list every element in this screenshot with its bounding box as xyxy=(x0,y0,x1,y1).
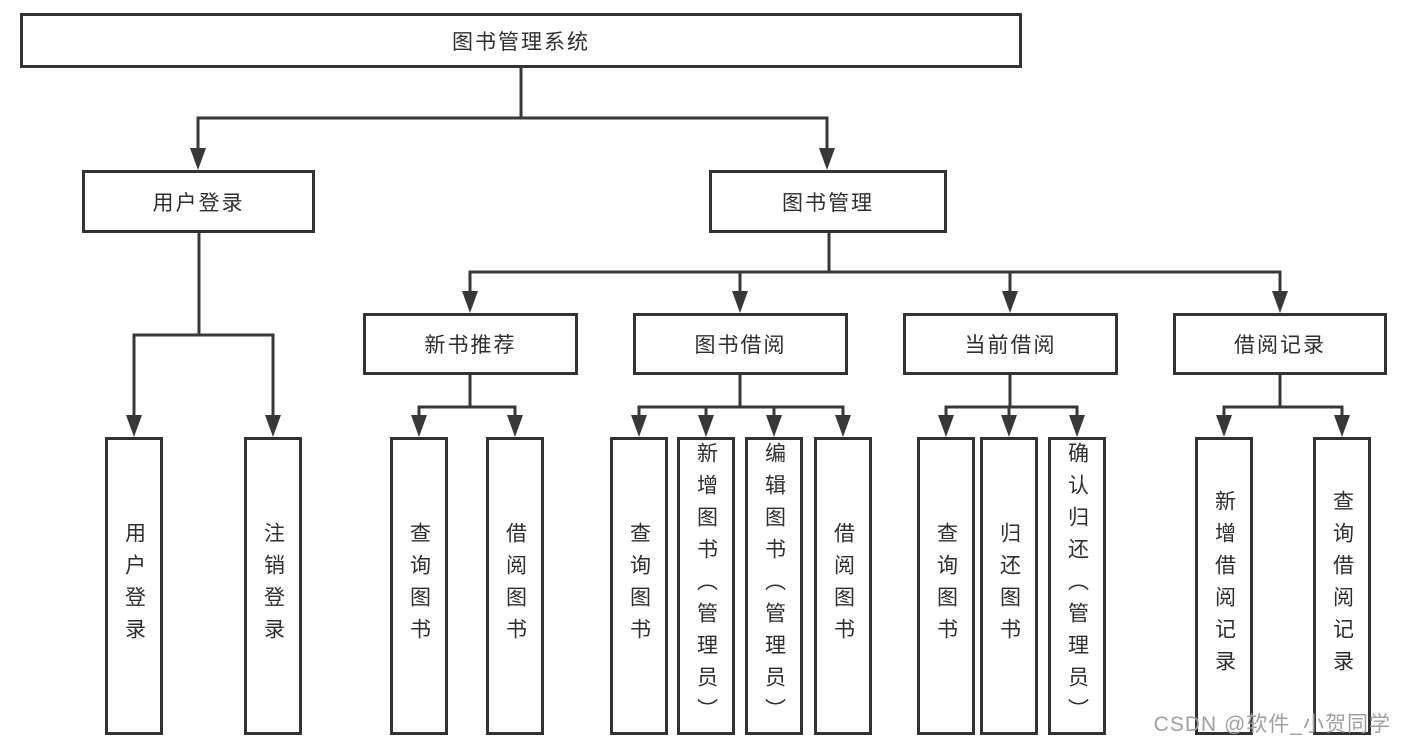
leaf-add-books-admin: 新增图书（管理员） xyxy=(677,437,735,735)
node-current-borrowing: 当前借阅 xyxy=(903,313,1118,375)
node-label: 用户登录 xyxy=(122,522,146,650)
node-label: 借阅图书 xyxy=(503,522,527,650)
arrowhead-icon xyxy=(507,415,523,437)
arrowhead-icon xyxy=(265,415,281,437)
node-label: 注销登录 xyxy=(261,522,285,650)
arrowhead-icon xyxy=(938,415,954,437)
leaf-edit-books-admin: 编辑图书（管理员） xyxy=(745,437,803,735)
node-label: 查询借阅记录 xyxy=(1330,490,1354,682)
arrowhead-icon xyxy=(819,148,835,170)
node-label: 归还图书 xyxy=(997,522,1021,650)
node-label: 查询图书 xyxy=(407,522,431,650)
arrowhead-icon xyxy=(1001,415,1017,437)
node-user-login: 用户登录 xyxy=(82,170,315,233)
node-label: 借阅记录 xyxy=(1234,334,1326,357)
node-label: 用户登录 xyxy=(152,191,245,215)
node-book-borrowing: 图书借阅 xyxy=(633,313,848,375)
arrowhead-icon xyxy=(1069,415,1085,437)
node-label: 新增图书（管理员） xyxy=(694,442,718,730)
leaf-add-borrow-record: 新增借阅记录 xyxy=(1195,437,1253,735)
node-label: 图书借阅 xyxy=(694,334,787,357)
leaf-query-books-current: 查询图书 xyxy=(917,437,975,735)
leaf-logout: 注销登录 xyxy=(244,437,302,735)
arrowhead-icon xyxy=(462,291,478,313)
connector-new-book-recommend-to-leaves xyxy=(411,375,523,437)
connector-user-login-to-leaves xyxy=(126,233,281,437)
node-book-management: 图书管理 xyxy=(709,170,947,233)
arrowhead-icon xyxy=(126,415,142,437)
node-label: 编辑图书（管理员） xyxy=(762,442,786,730)
leaf-confirm-return-admin: 确认归还（管理员） xyxy=(1048,437,1106,735)
arrowhead-icon xyxy=(1002,291,1018,313)
node-label: 新增借阅记录 xyxy=(1212,490,1236,682)
connector-book-borrowing-to-leaves xyxy=(631,375,851,437)
leaf-query-books-recommend: 查询图书 xyxy=(390,437,448,735)
leaf-return-books: 归还图书 xyxy=(980,437,1038,735)
arrowhead-icon xyxy=(698,415,714,437)
arrowhead-icon xyxy=(1216,415,1232,437)
arrowhead-icon xyxy=(411,415,427,437)
connector-book-management-to-level3 xyxy=(462,233,1288,313)
node-library-management-system: 图书管理系统 xyxy=(20,13,1022,68)
node-label: 借阅图书 xyxy=(831,522,855,650)
leaf-query-books-borrowing: 查询图书 xyxy=(610,437,668,735)
connector-root-to-level2 xyxy=(190,68,835,170)
leaf-borrow-books-recommend: 借阅图书 xyxy=(486,437,544,735)
leaf-query-borrow-record: 查询借阅记录 xyxy=(1313,437,1371,735)
node-label: 新书推荐 xyxy=(424,334,517,357)
node-label: 图书管理系统 xyxy=(452,30,590,54)
node-borrowing-records: 借阅记录 xyxy=(1173,313,1387,375)
arrowhead-icon xyxy=(732,291,748,313)
arrowhead-icon xyxy=(631,415,647,437)
connector-current-borrowing-to-leaves xyxy=(938,375,1085,437)
node-label: 查询图书 xyxy=(627,522,651,650)
connector-borrowing-records-to-leaves xyxy=(1216,375,1350,437)
arrowhead-icon xyxy=(1272,291,1288,313)
arrowhead-icon xyxy=(190,148,206,170)
leaf-user-login: 用户登录 xyxy=(105,437,163,735)
node-new-book-recommend: 新书推荐 xyxy=(363,313,578,375)
arrowhead-icon xyxy=(766,415,782,437)
node-label: 查询图书 xyxy=(934,522,958,650)
node-label: 当前借阅 xyxy=(964,334,1057,357)
node-label: 确认归还（管理员） xyxy=(1065,442,1089,730)
arrowhead-icon xyxy=(835,415,851,437)
csdn-watermark: CSDN @软件_小贺同学 xyxy=(1153,713,1391,736)
leaf-borrow-books: 借阅图书 xyxy=(814,437,872,735)
node-label: 图书管理 xyxy=(782,191,874,215)
arrowhead-icon xyxy=(1334,415,1350,437)
